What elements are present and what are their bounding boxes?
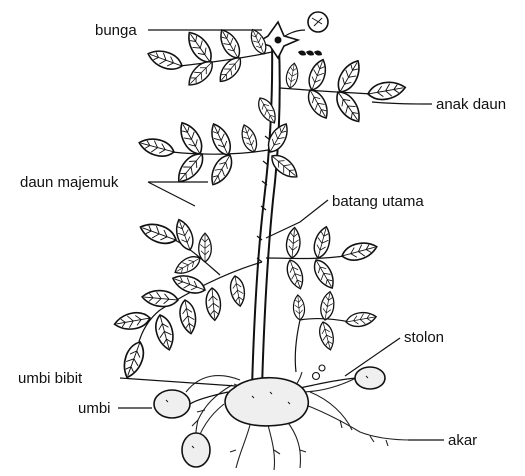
seed-tuber [225, 378, 308, 426]
tubers [154, 367, 385, 467]
right-compound-leaf [255, 57, 407, 126]
label-daun-majemuk: daun majemuk [20, 174, 119, 191]
tuber-bottom [182, 433, 210, 467]
flower-cluster [258, 12, 328, 58]
lower-left-compound-leaf [113, 217, 262, 380]
main-stem [252, 40, 280, 388]
label-umbi-bibit: umbi bibit [18, 370, 83, 387]
small-shoot-leaf [292, 291, 377, 372]
tuber-right [355, 367, 385, 389]
label-anak-daun: anak daun [436, 96, 506, 113]
tuber-left [154, 390, 190, 418]
label-akar: akar [448, 432, 477, 449]
label-batang-utama: batang utama [332, 193, 424, 210]
label-stolon: stolon [404, 329, 444, 346]
label-bunga: bunga [95, 22, 137, 39]
lower-right-compound-leaf [266, 225, 379, 292]
label-umbi: umbi [78, 400, 111, 417]
top-compound-leaf [145, 26, 272, 90]
